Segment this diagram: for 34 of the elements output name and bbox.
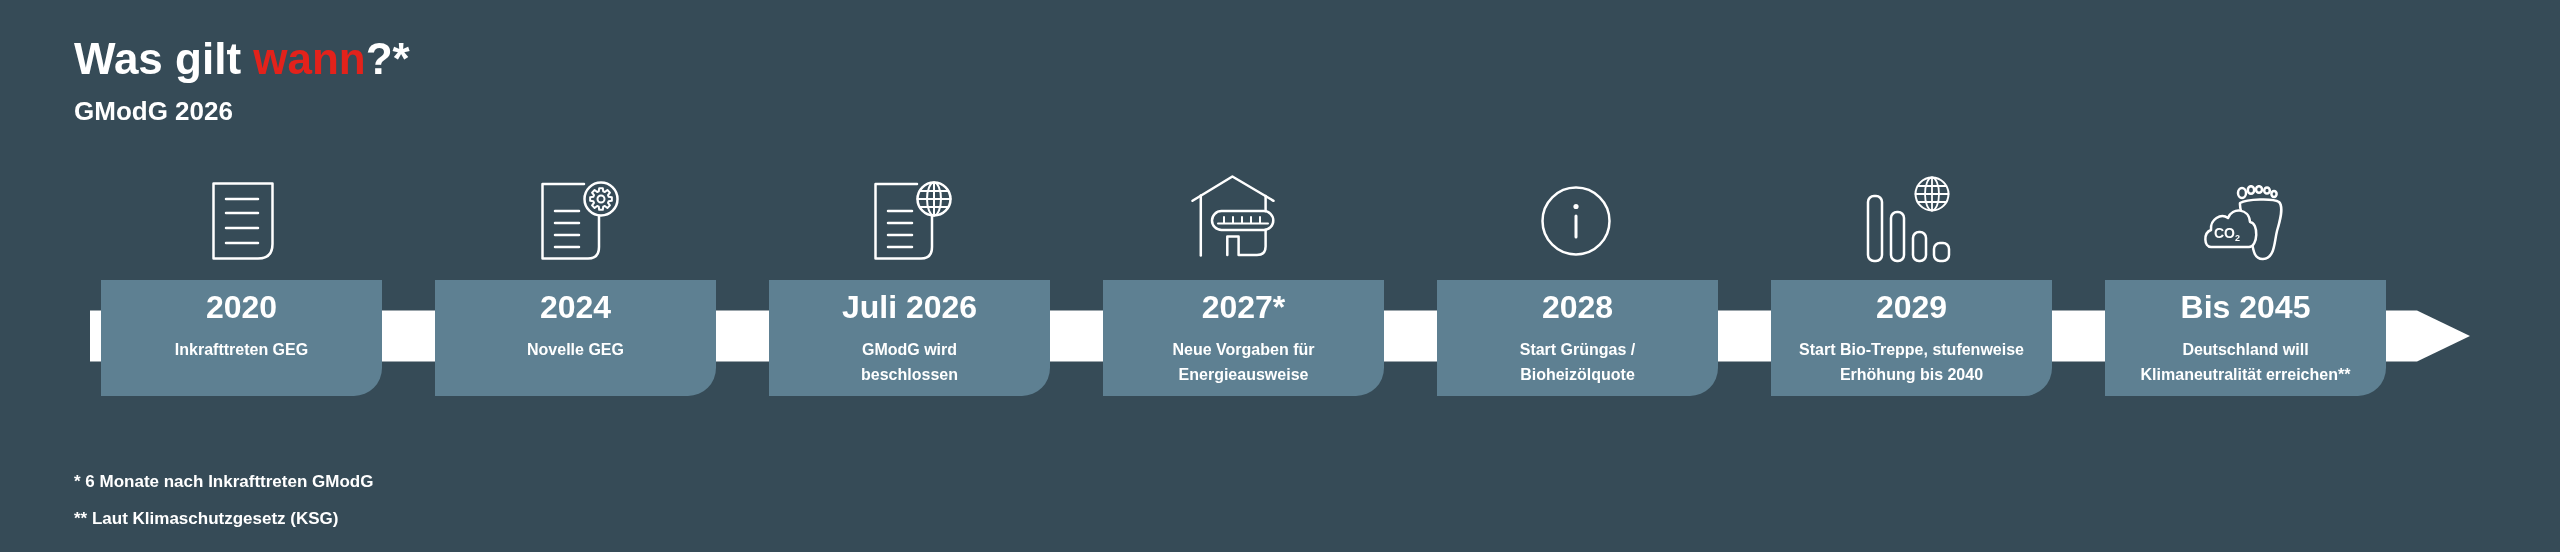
milestone-year: 2020 xyxy=(205,288,278,326)
milestone-description: Start Bio-Treppe, stufenweise Erhöhung bis 2040 xyxy=(1798,340,2025,385)
milestone-description: Deutschland will Klimaneutralität erreichen** xyxy=(2139,340,2352,385)
milestone-year: Bis 2045 xyxy=(2180,288,2311,326)
timeline-bar xyxy=(1718,310,1771,362)
timeline-bar xyxy=(1050,310,1103,362)
milestone-year: Juli 2026 xyxy=(841,288,978,326)
timeline-card xyxy=(2105,280,2386,396)
timeline-bar xyxy=(2052,310,2105,362)
milestone-description: Start Grüngas / Bioheizölquote xyxy=(1518,340,1637,385)
timeline-card xyxy=(435,280,716,396)
timeline-bar xyxy=(1384,310,1437,362)
footnote: ** Laut Klimaschutzgesetz (KSG) xyxy=(74,510,339,527)
milestone-year: 2024 xyxy=(539,288,612,326)
milestone-year: 2027* xyxy=(1201,288,1286,326)
milestone-description: GModG wird beschlossen xyxy=(860,340,959,385)
milestone-description: Neue Vorgaben für Energieausweise xyxy=(1171,340,1316,385)
timeline-arrow xyxy=(2386,310,2470,362)
milestone-description: Novelle GEG xyxy=(527,340,624,360)
timeline-bar xyxy=(716,310,769,362)
milestone-description: Inkrafttreten GEG xyxy=(174,340,309,360)
footnote: * 6 Monate nach Inkrafttreten GModG xyxy=(74,473,374,490)
timeline-bar xyxy=(382,310,435,362)
co2-label: CO$_{2}$ xyxy=(2214,226,2240,240)
milestone-year: 2028 xyxy=(1541,288,1614,326)
timeline-card xyxy=(101,280,382,396)
timeline-card xyxy=(1437,280,1718,396)
timeline-bar xyxy=(90,310,101,362)
milestone-year: 2029 xyxy=(1875,288,1948,326)
page-title: Was gilt wann?* xyxy=(74,37,410,81)
timeline-card xyxy=(1103,280,1384,396)
timeline-card xyxy=(769,280,1050,396)
subtitle: GModG 2026 xyxy=(74,98,233,124)
timeline-card xyxy=(1771,280,2052,396)
